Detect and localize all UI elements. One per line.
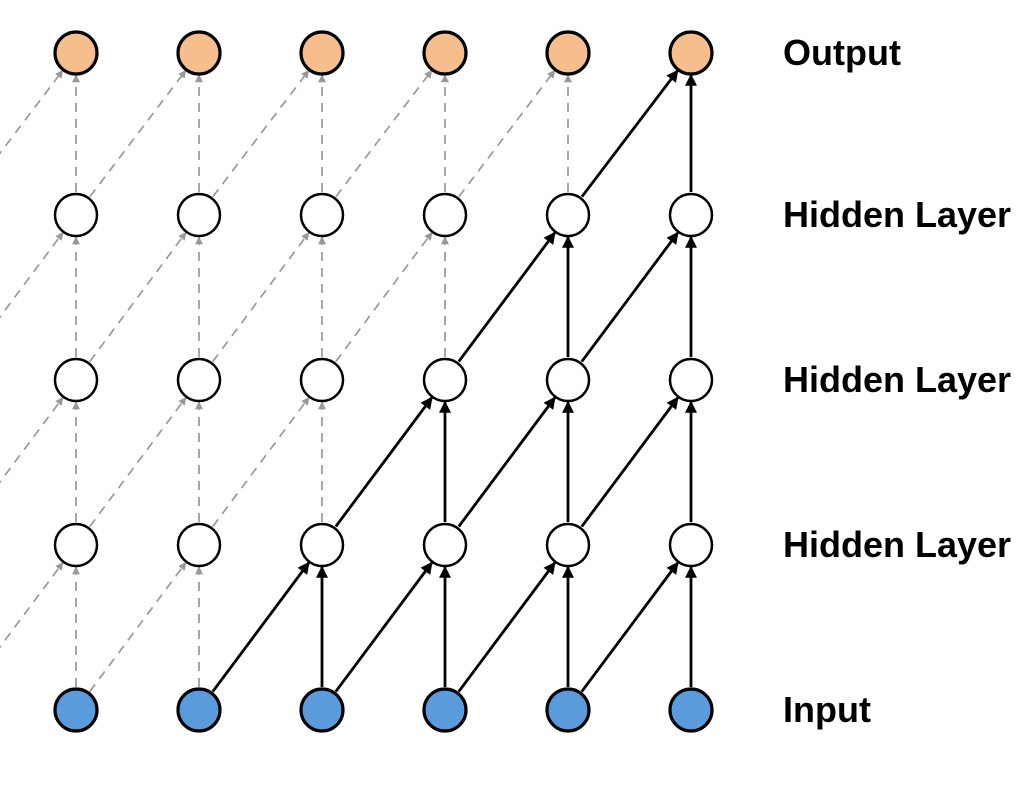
label-hidden-layer-1: Hidden Layer [783,524,1012,565]
node-hidden-layer-2-2 [176,357,222,403]
edge-solid [334,561,433,693]
label-output: Output [783,32,901,73]
edge-solid [580,561,679,693]
node-hidden-layer-1-1 [53,522,99,568]
edge-dashed [335,69,433,198]
edge-solid [457,561,556,693]
node-output-6 [668,30,714,76]
edge-dashed [0,561,64,649]
node-hidden-layer-1-2 [176,522,222,568]
node-input-4 [422,687,468,733]
edge-dashed [89,561,187,693]
edge-dashed [0,396,64,484]
label-hidden-layer-2: Hidden Layer [783,359,1012,400]
edge-dashed [89,69,187,198]
node-hidden-layer-1-3 [299,522,345,568]
node-hidden-layer-3-4 [422,192,468,238]
label-input: Input [783,689,871,730]
edge-dashed [212,396,310,528]
node-hidden-layer-2-5 [545,357,591,403]
node-input-2 [176,687,222,733]
node-hidden-layer-1-6 [668,522,714,568]
node-input-5 [545,687,591,733]
edge-dashed [89,231,187,363]
edge-solid [580,231,679,363]
edge-solid [580,396,679,528]
node-input-6 [668,687,714,733]
node-output-4 [422,30,468,76]
node-hidden-layer-3-3 [299,192,345,238]
edge-solid [457,231,556,363]
node-hidden-layer-2-3 [299,357,345,403]
label-hidden-layer-3: Hidden Layer [783,194,1012,235]
edge-dashed [212,231,310,363]
node-hidden-layer-3-2 [176,192,222,238]
node-hidden-layer-2-6 [668,357,714,403]
edge-dashed [335,231,433,363]
edge-dashed [89,396,187,528]
node-output-3 [299,30,345,76]
node-hidden-layer-1-4 [422,522,468,568]
node-input-3 [299,687,345,733]
node-output-2 [176,30,222,76]
node-hidden-layer-3-5 [545,192,591,238]
node-hidden-layer-2-1 [53,357,99,403]
edge-dashed [458,69,556,198]
node-hidden-layer-1-5 [545,522,591,568]
edge-dashed [0,231,64,319]
edge-dashed [212,69,310,198]
edge-solid [580,69,679,198]
node-output-1 [53,30,99,76]
node-input-1 [53,687,99,733]
node-hidden-layer-3-6 [668,192,714,238]
edge-solid [334,396,433,528]
edge-dashed [0,69,64,155]
edge-solid [211,561,310,693]
node-hidden-layer-2-4 [422,357,468,403]
node-hidden-layer-3-1 [53,192,99,238]
node-output-5 [545,30,591,76]
edge-solid [457,396,556,528]
